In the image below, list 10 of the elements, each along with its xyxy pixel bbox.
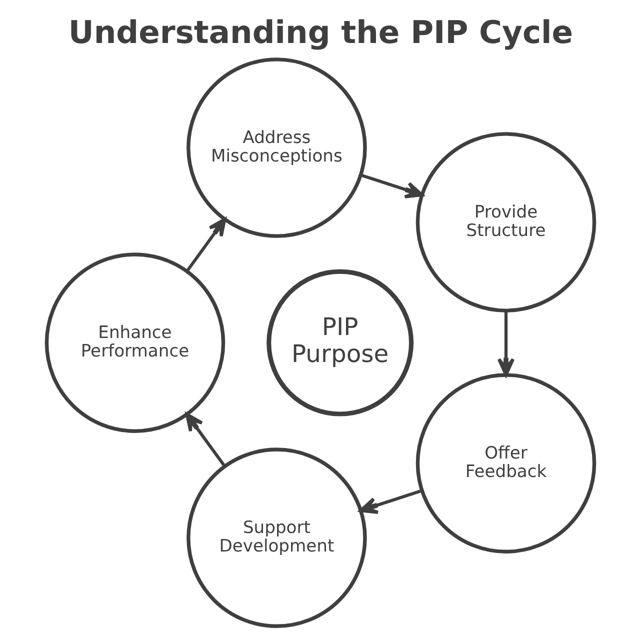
arrow	[360, 174, 423, 198]
diagram-title: Understanding the PIP Cycle	[68, 15, 573, 52]
arrow	[358, 489, 422, 514]
arrow	[184, 412, 226, 468]
node-circle: Support Development	[186, 448, 366, 628]
arrow	[185, 218, 226, 272]
arrow	[496, 310, 514, 376]
node-circle: Offer Feedback	[415, 373, 596, 554]
node-circle: PIP Purpose	[266, 269, 414, 416]
node-circle: Provide Structure	[415, 132, 596, 312]
